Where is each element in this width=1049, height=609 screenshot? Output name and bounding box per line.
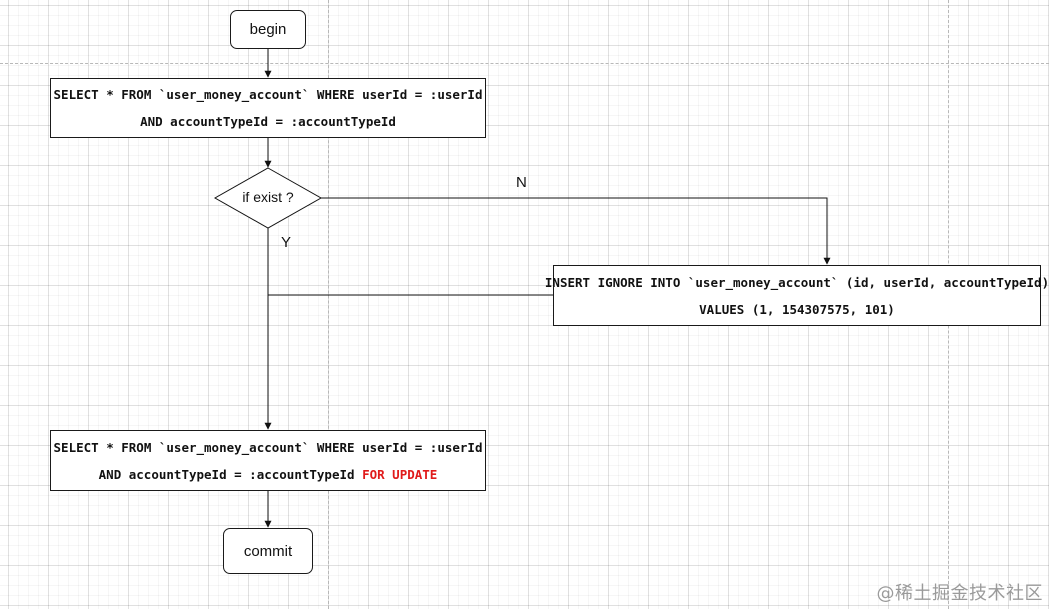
select-for-update-line-2: AND accountTypeId = :accountTypeId FOR U… [99, 461, 438, 488]
select-for-update-line-1: SELECT * FROM `user_money_account` WHERE… [53, 439, 483, 455]
page-break-horizontal [0, 63, 1049, 64]
edge-label-no: N [516, 174, 527, 191]
commit-node[interactable]: commit [223, 528, 313, 574]
page-break-vertical-1 [328, 0, 329, 609]
insert-query-line-1: INSERT IGNORE INTO `user_money_account` … [544, 274, 1049, 290]
for-update-keyword: FOR UPDATE [362, 466, 438, 482]
edge-decision-no-to-insert [321, 197, 831, 265]
edge-label-yes: Y [281, 234, 292, 251]
begin-node[interactable]: begin [230, 10, 306, 49]
decision-label: if exist ? [242, 189, 294, 205]
select-query-node[interactable]: SELECT * FROM `user_money_account` WHERE… [50, 78, 486, 138]
select-for-update-node[interactable]: SELECT * FROM `user_money_account` WHERE… [50, 430, 486, 491]
select-for-update-condition: AND accountTypeId = :accountTypeId [98, 466, 355, 482]
decision-diamond[interactable] [213, 167, 323, 229]
begin-label: begin [249, 21, 287, 38]
select-query-line-2: AND accountTypeId = :accountTypeId [140, 114, 396, 129]
commit-label: commit [243, 542, 293, 560]
select-query-line-1: SELECT * FROM `user_money_account` WHERE… [53, 87, 483, 102]
insert-query-line-2: VALUES (1, 154307575, 101) [699, 301, 895, 317]
watermark: @稀土掘金技术社区 [876, 583, 1043, 604]
insert-query-node[interactable]: INSERT IGNORE INTO `user_money_account` … [545, 265, 1049, 326]
